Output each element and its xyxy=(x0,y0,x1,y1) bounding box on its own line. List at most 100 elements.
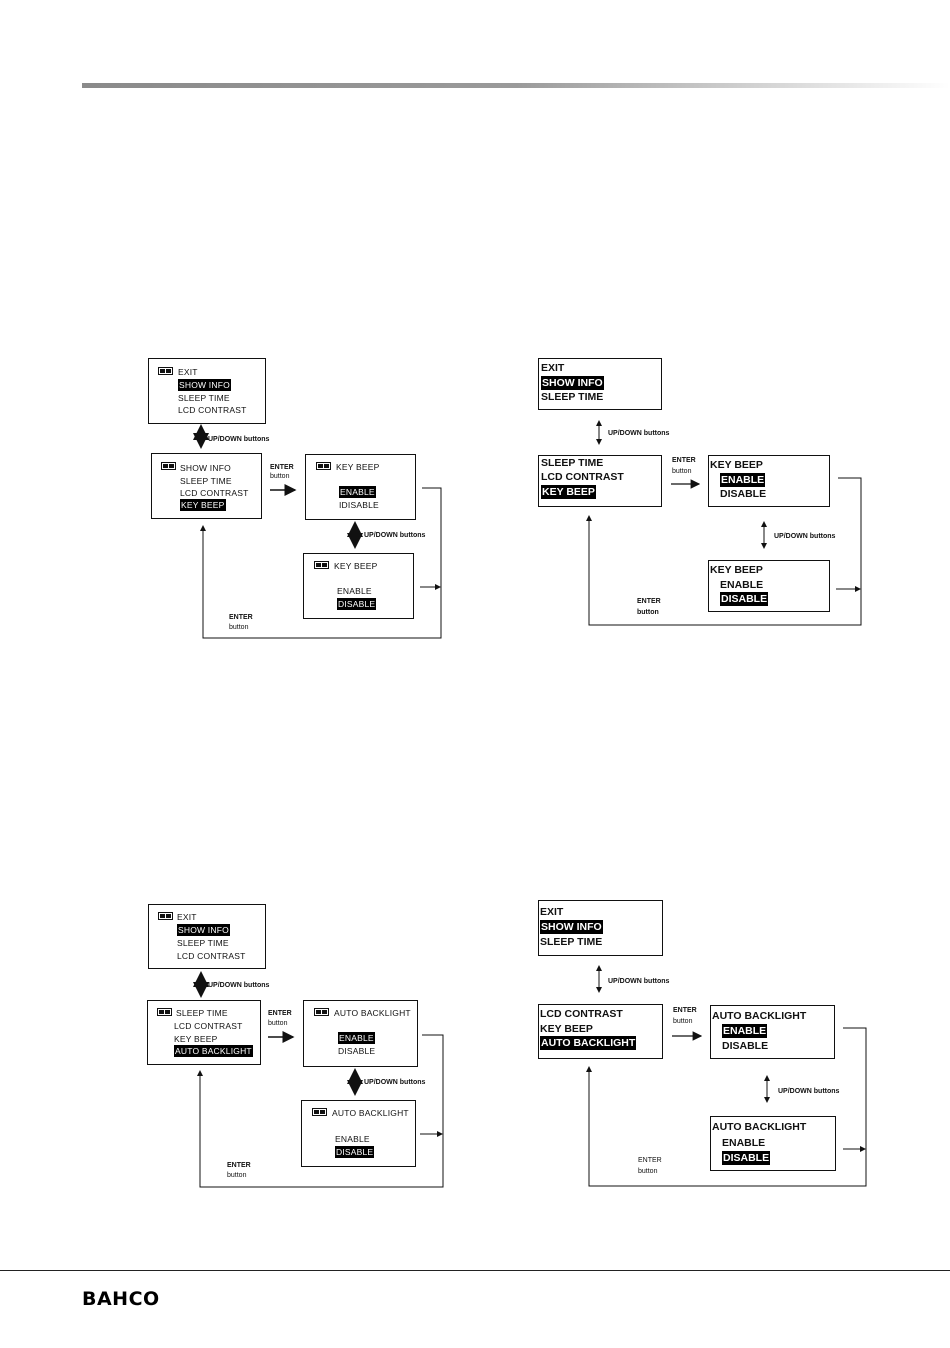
enter-label: ENTER xyxy=(672,457,696,464)
menu-item: LCD CONTRAST xyxy=(180,488,249,498)
d3-enable-screen: AUTO BACKLIGHT ENABLE DISABLE xyxy=(303,1000,418,1067)
menu-item: LCD CONTRAST xyxy=(174,1021,243,1031)
menu-item-selected: SHOW INFO xyxy=(540,920,603,934)
option-selected: ENABLE xyxy=(339,486,376,498)
option-selected: DISABLE xyxy=(722,1151,771,1165)
battery-icon xyxy=(314,561,329,569)
button-label: button xyxy=(672,468,692,475)
menu-item-selected: KEY BEEP xyxy=(541,485,596,499)
button-label: button xyxy=(227,1172,247,1179)
option-selected: DISABLE xyxy=(337,598,377,610)
menu-item: SLEEP TIME xyxy=(177,938,229,948)
option-selected: DISABLE xyxy=(720,592,769,606)
button-label: button xyxy=(673,1018,693,1025)
option-selected: ENABLE xyxy=(338,1032,375,1044)
menu-item: KEY BEEP xyxy=(174,1034,218,1044)
menu-item: SLEEP TIME xyxy=(540,936,603,948)
d2-scrolled-menu-screen: SLEEP TIME LCD CONTRAST KEY BEEP xyxy=(538,455,662,507)
menu-item: EXIT xyxy=(178,367,198,377)
d2-main-menu-screen: EXIT SHOW INFO SLEEP TIME xyxy=(538,358,662,410)
menu-item-selected: AUTO BACKLIGHT xyxy=(174,1045,253,1057)
header-rule xyxy=(82,83,950,88)
d2-disable-screen: KEY BEEP ENABLE DISABLE xyxy=(708,560,830,612)
battery-icon xyxy=(161,462,176,470)
option-title: AUTO BACKLIGHT xyxy=(712,1010,807,1022)
updown-label: UP/DOWN buttons xyxy=(208,982,270,989)
menu-item: SLEEP TIME xyxy=(178,393,230,403)
option-title: AUTO BACKLIGHT xyxy=(712,1121,807,1133)
updown-label: UP/DOWN buttons xyxy=(778,1088,840,1095)
d4-scrolled-menu-screen: LCD CONTRAST KEY BEEP AUTO BACKLIGHT xyxy=(538,1004,663,1059)
d1-main-menu-screen: EXIT SHOW INFO SLEEP TIME LCD CONTRAST xyxy=(148,358,266,424)
menu-item: EXIT xyxy=(540,906,564,918)
battery-icon xyxy=(157,1008,172,1016)
diagram3-connectors xyxy=(193,971,444,1188)
option-title: KEY BEEP xyxy=(710,459,763,471)
enter-label: ENTER xyxy=(638,1157,662,1164)
d3-disable-screen: AUTO BACKLIGHT ENABLE DISABLE xyxy=(301,1100,416,1167)
button-label: button xyxy=(229,624,249,631)
option-title: KEY BEEP xyxy=(710,564,763,576)
option-title: KEY BEEP xyxy=(336,462,380,472)
d2-enable-screen: KEY BEEP ENABLE DISABLE xyxy=(708,455,830,507)
button-label: button xyxy=(638,1168,658,1175)
menu-item: SLEEP TIME xyxy=(176,1008,228,1018)
menu-item-selected: SHOW INFO xyxy=(541,376,604,390)
option-selected: ENABLE xyxy=(722,1024,768,1038)
menu-item: KEY BEEP xyxy=(540,1023,593,1035)
updown-label: UP/DOWN buttons xyxy=(608,430,670,437)
battery-icon xyxy=(158,912,173,920)
menu-item: LCD CONTRAST xyxy=(177,951,246,961)
menu-item: LCD CONTRAST xyxy=(178,405,247,415)
diagram2-connectors xyxy=(586,420,862,626)
menu-item: SLEEP TIME xyxy=(541,457,604,469)
menu-item: SHOW INFO xyxy=(180,463,231,473)
menu-item: EXIT xyxy=(177,912,197,922)
menu-item: EXIT xyxy=(541,362,565,374)
option-item: ENABLE xyxy=(337,586,372,596)
enter-label: ENTER xyxy=(673,1007,697,1014)
battery-icon xyxy=(316,462,331,470)
d1-scrolled-menu-screen: SHOW INFO SLEEP TIME LCD CONTRAST KEY BE… xyxy=(151,453,262,519)
updown-label: UP/DOWN buttons xyxy=(208,436,270,443)
button-label: button xyxy=(270,473,290,480)
option-title: KEY BEEP xyxy=(334,561,378,571)
option-title: AUTO BACKLIGHT xyxy=(332,1108,409,1118)
menu-item-selected: AUTO BACKLIGHT xyxy=(540,1036,637,1050)
battery-icon xyxy=(158,367,173,375)
menu-item: SLEEP TIME xyxy=(180,476,232,486)
battery-icon xyxy=(312,1108,327,1116)
button-label: button xyxy=(637,609,659,616)
option-item: DISABLE xyxy=(338,1046,376,1056)
option-selected: DISABLE xyxy=(335,1146,375,1158)
menu-item-selected: SHOW INFO xyxy=(178,379,231,391)
menu-item: SLEEP TIME xyxy=(541,391,604,403)
d3-scrolled-menu-screen: SLEEP TIME LCD CONTRAST KEY BEEP AUTO BA… xyxy=(147,1000,261,1065)
button-label: button xyxy=(268,1020,288,1027)
option-item: IDISABLE xyxy=(339,500,379,510)
enter-label: ENTER xyxy=(268,1010,292,1017)
enter-label: ENTER xyxy=(270,464,294,471)
option-item: DISABLE xyxy=(722,1040,769,1052)
updown-label: UP/DOWN buttons xyxy=(364,532,426,539)
enter-label: ENTER xyxy=(227,1162,251,1169)
d4-enable-screen: AUTO BACKLIGHT ENABLE DISABLE xyxy=(710,1005,835,1059)
enter-label: ENTER xyxy=(637,598,661,605)
d1-disable-screen: KEY BEEP ENABLE DISABLE xyxy=(303,553,414,619)
d4-main-menu-screen: EXIT SHOW INFO SLEEP TIME xyxy=(538,900,663,956)
option-selected: ENABLE xyxy=(720,473,766,487)
d4-disable-screen: AUTO BACKLIGHT ENABLE DISABLE xyxy=(710,1116,836,1171)
diagram1-connectors xyxy=(193,424,442,639)
bahco-logo: BAHCO xyxy=(82,1288,160,1310)
option-item: DISABLE xyxy=(720,488,767,500)
d1-enable-screen: KEY BEEP ENABLE IDISABLE xyxy=(305,454,416,520)
battery-icon xyxy=(314,1008,329,1016)
menu-item-selected: KEY BEEP xyxy=(180,499,226,511)
option-item: ENABLE xyxy=(335,1134,370,1144)
option-item: ENABLE xyxy=(720,579,764,591)
menu-item-selected: SHOW INFO xyxy=(177,924,230,936)
diagram4-connectors xyxy=(586,965,867,1187)
d3-main-menu-screen: EXIT SHOW INFO SLEEP TIME LCD CONTRAST xyxy=(148,904,266,969)
updown-label: UP/DOWN buttons xyxy=(774,533,836,540)
